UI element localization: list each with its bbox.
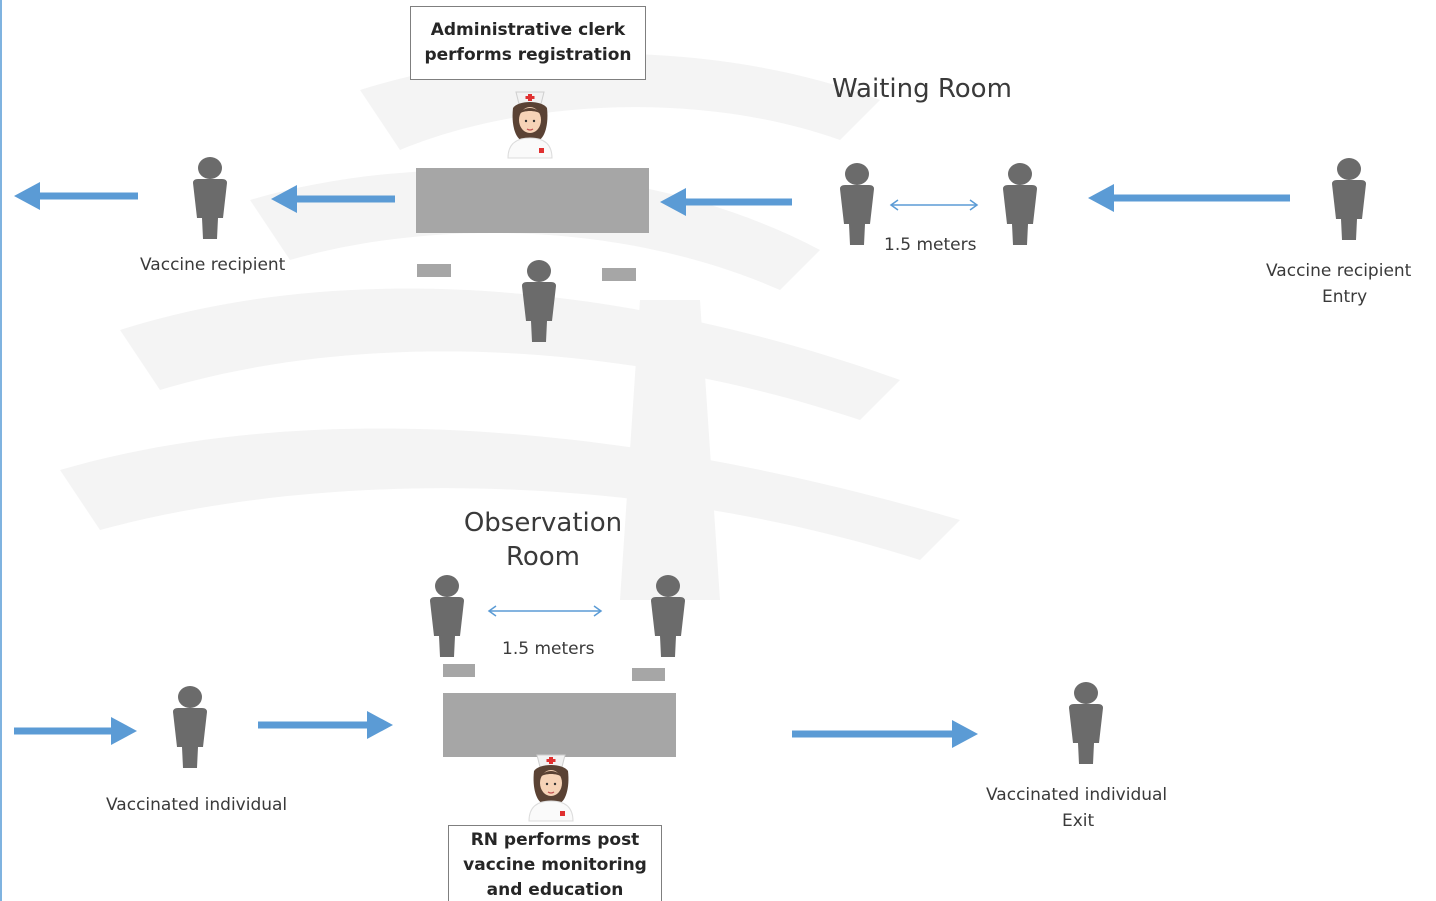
flow-arrow-entry-to-waiting xyxy=(1088,184,1290,212)
exit-label: Exit xyxy=(1062,811,1095,831)
observation-room-title: Observation Room xyxy=(463,508,623,572)
person-icon-exit xyxy=(1069,682,1103,764)
entry-label: Entry xyxy=(1322,287,1368,307)
person-icon-waiting-right xyxy=(1003,163,1037,245)
distance-arrow-top xyxy=(889,199,979,211)
distance-label-waiting: 1.5 meters xyxy=(884,235,977,255)
flow-arrow-recipient-out xyxy=(14,182,138,210)
nurse-icon-clerk xyxy=(507,91,553,159)
clerk-registration-box: Administrative clerk performs registrati… xyxy=(410,6,646,80)
exit-individual-label: Vaccinated individual xyxy=(986,785,1168,805)
waiting-room-title: Waiting Room xyxy=(832,74,1012,104)
vaccine-recipient-label: Vaccine recipient xyxy=(140,255,286,275)
observation-chair-left xyxy=(443,664,475,677)
rn-monitoring-box: RN performs post vaccine monitoring and … xyxy=(448,825,662,901)
nurse-icon-rn xyxy=(528,754,574,822)
observation-desk xyxy=(443,693,676,757)
flow-arrow-observation-to-exit xyxy=(792,720,978,748)
person-icon-waiting-left xyxy=(840,163,874,245)
flow-arrow-vaccinated-to-observation xyxy=(258,711,393,739)
entry-recipient-label: Vaccine recipient xyxy=(1266,261,1412,281)
person-icon-vaccine-recipient xyxy=(193,157,227,239)
person-icon-observation-right xyxy=(651,575,685,657)
person-icon-observation-left xyxy=(430,575,464,657)
registration-desk xyxy=(416,168,649,233)
flow-arrow-waiting-to-desk xyxy=(660,188,792,216)
distance-label-observation: 1.5 meters xyxy=(502,639,595,659)
chair-right xyxy=(602,268,636,281)
flow-arrow-in-to-vaccinated xyxy=(14,717,137,745)
distance-arrow-bottom xyxy=(487,605,603,617)
vaccinated-individual-label: Vaccinated individual xyxy=(106,795,288,815)
flow-arrow-desk-to-recipient xyxy=(271,185,395,213)
person-icon-vaccinated xyxy=(173,686,207,768)
left-edge-line xyxy=(0,0,2,901)
chair-left xyxy=(417,264,451,277)
person-icon-registration-seated xyxy=(522,260,556,342)
person-icon-entry xyxy=(1332,158,1366,240)
observation-chair-right xyxy=(632,668,665,681)
